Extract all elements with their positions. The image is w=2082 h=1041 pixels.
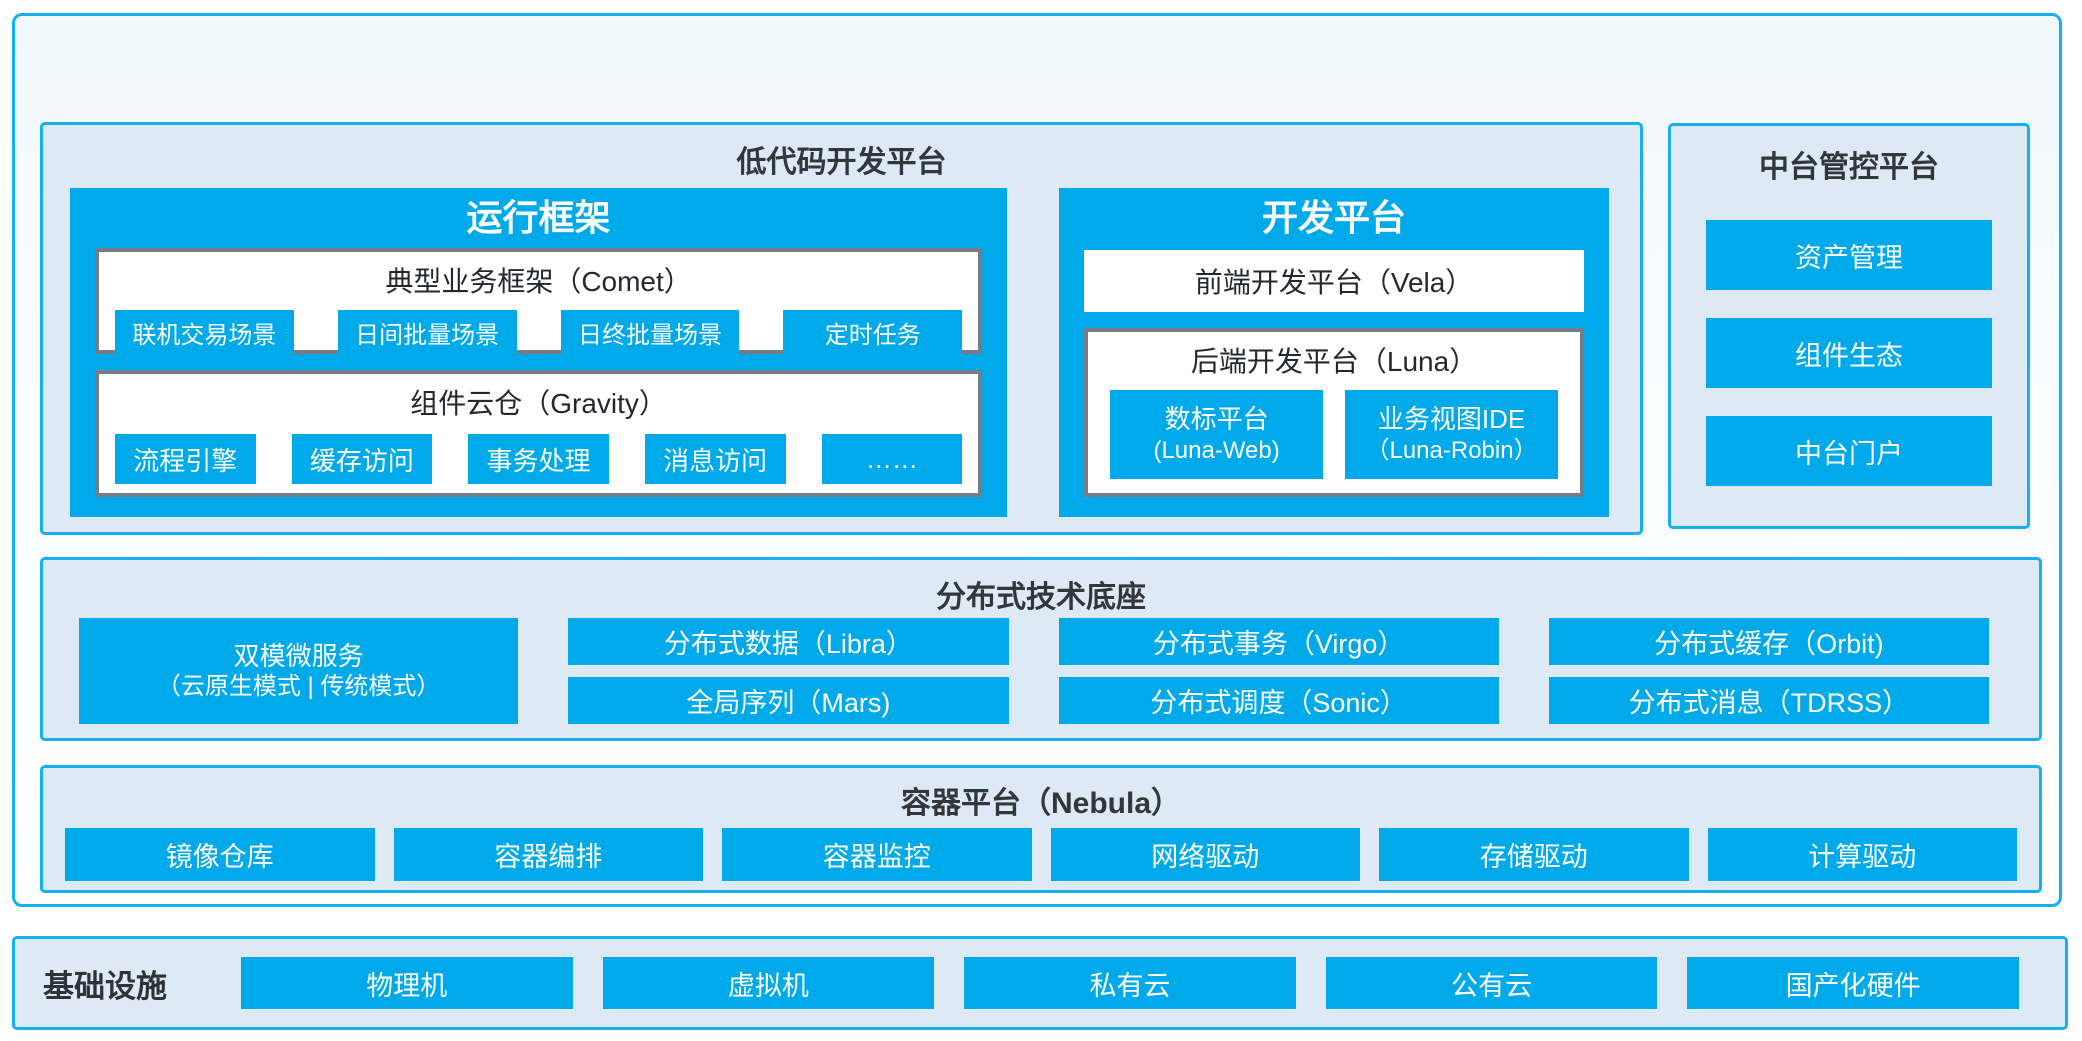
comet-scenario-list: 联机交易场景日间批量场景日终批量场景定时任务 bbox=[99, 300, 978, 354]
distributed-service-item: 分布式调度（Sonic） bbox=[1058, 677, 1499, 724]
comet-scenario-item: 联机交易场景 bbox=[115, 310, 294, 354]
distributed-service-item: 分布式消息（TDRSS） bbox=[1548, 677, 1989, 724]
luna-tool-code: （Luna-Robin） bbox=[1365, 436, 1538, 464]
mid-platform-title: 中台管控平台 bbox=[1759, 151, 1939, 184]
dev-platform-title: 开发平台 bbox=[1262, 197, 1407, 238]
container-capability-item: 容器监控 bbox=[722, 828, 1032, 881]
lowcode-platform-title: 低代码开发平台 bbox=[736, 146, 947, 179]
container-capability-item: 镜像仓库 bbox=[65, 828, 375, 881]
mid-platform-list: 资产管理组件生态中台门户 bbox=[1706, 220, 1992, 486]
infrastructure-label: 基础设施 bbox=[43, 968, 167, 1004]
distributed-base-title: 分布式技术底座 bbox=[936, 581, 1146, 614]
mid-platform-panel: 中台管控平台 资产管理组件生态中台门户 bbox=[1668, 123, 2030, 529]
runtime-framework-panel: 运行框架 典型业务框架（Comet） 联机交易场景日间批量场景日终批量场景定时任… bbox=[70, 188, 1008, 517]
container-platform-panel: 容器平台（Nebula） 镜像仓库容器编排容器监控网络驱动存储驱动计算驱动 bbox=[40, 765, 2042, 893]
mid-platform-item: 资产管理 bbox=[1706, 220, 1992, 290]
dual-mode-microservice-box: 双模微服务 （云原生模式 | 传统模式） bbox=[79, 618, 519, 724]
luna-tool-name: 数标平台 bbox=[1164, 404, 1269, 435]
comet-scenario-item: 日终批量场景 bbox=[560, 310, 740, 354]
gravity-warehouse-title: 组件云仓（Gravity） bbox=[410, 388, 667, 419]
container-capability-item: 网络驱动 bbox=[1050, 828, 1360, 881]
luna-tool-name: 业务视图IDE bbox=[1377, 404, 1526, 435]
vela-frontend-box: 前端开发平台（Vela） bbox=[1084, 250, 1584, 312]
distributed-service-item: 分布式缓存（Orbit) bbox=[1548, 618, 1989, 665]
mid-platform-item: 组件生态 bbox=[1706, 318, 1992, 388]
infrastructure-item: 物理机 bbox=[241, 957, 573, 1009]
infrastructure-item: 公有云 bbox=[1325, 957, 1658, 1009]
infrastructure-item: 虚拟机 bbox=[602, 957, 935, 1009]
infrastructure-list: 物理机虚拟机私有云公有云国产化硬件 bbox=[241, 957, 2019, 1009]
comet-scenario-item: 定时任务 bbox=[783, 310, 963, 354]
dual-mode-detail: （云原生模式 | 传统模式） bbox=[156, 673, 441, 701]
gravity-component-item: 消息访问 bbox=[644, 434, 786, 484]
lowcode-platform-body: 运行框架 典型业务框架（Comet） 联机交易场景日间批量场景日终批量场景定时任… bbox=[70, 188, 1609, 517]
distributed-base-panel: 分布式技术底座 双模微服务 （云原生模式 | 传统模式） 分布式数据（Libra… bbox=[40, 557, 2042, 741]
gravity-component-item: 流程引擎 bbox=[115, 434, 256, 484]
gravity-component-item: 缓存访问 bbox=[291, 434, 433, 484]
gravity-warehouse-box: 组件云仓（Gravity） 流程引擎缓存访问事务处理消息访问 …… bbox=[95, 370, 983, 497]
comet-framework-title: 典型业务框架（Comet） bbox=[385, 266, 692, 297]
luna-tool-list: 数标平台 (Luna-Web) 业务视图IDE （Luna-Robin） bbox=[1088, 380, 1580, 479]
luna-tool-item: 业务视图IDE （Luna-Robin） bbox=[1345, 390, 1558, 479]
luna-tool-item: 数标平台 (Luna-Web) bbox=[1110, 390, 1324, 479]
distributed-base-body: 双模微服务 （云原生模式 | 传统模式） 分布式数据（Libra） 全局序列（Ma… bbox=[79, 618, 1989, 724]
luna-backend-box: 后端开发平台（Luna） 数标平台 (Luna-Web) 业务视图IDE （Lu… bbox=[1084, 328, 1584, 497]
comet-scenario-item: 日间批量场景 bbox=[337, 310, 517, 354]
gravity-component-list: 流程引擎缓存访问事务处理消息访问 …… bbox=[99, 422, 978, 484]
gravity-component-item: 事务处理 bbox=[468, 434, 609, 484]
lowcode-platform-panel: 低代码开发平台 运行框架 典型业务框架（Comet） 联机交易场景日间批量场景日… bbox=[40, 122, 1643, 535]
container-capability-list: 镜像仓库容器编排容器监控网络驱动存储驱动计算驱动 bbox=[65, 828, 2017, 881]
infrastructure-item: 私有云 bbox=[964, 957, 1296, 1009]
infrastructure-panel: 基础设施 物理机虚拟机私有云公有云国产化硬件 bbox=[12, 936, 2068, 1030]
container-capability-item: 容器编排 bbox=[393, 828, 703, 881]
distributed-service-item: 分布式数据（Libra） bbox=[568, 618, 1009, 665]
dual-mode-name: 双模微服务 bbox=[233, 640, 364, 671]
luna-tool-code: (Luna-Web) bbox=[1153, 436, 1280, 464]
container-capability-item: 存储驱动 bbox=[1379, 828, 1689, 881]
mid-platform-item: 中台门户 bbox=[1706, 416, 1992, 486]
gravity-component-item: …… bbox=[821, 434, 963, 484]
dev-platform-panel: 开发平台 前端开发平台（Vela） 后端开发平台（Luna） 数标平台 (Lun… bbox=[1059, 188, 1609, 517]
distributed-service-list: 分布式数据（Libra） 全局序列（Mars) 分布式事务（Virgo） 分布式调度（… bbox=[568, 618, 1989, 724]
runtime-framework-title: 运行框架 bbox=[466, 197, 611, 238]
distributed-service-item: 全局序列（Mars) bbox=[568, 677, 1009, 724]
platform-frame: 低代码开发平台 运行框架 典型业务框架（Comet） 联机交易场景日间批量场景日… bbox=[12, 13, 2062, 907]
luna-backend-title: 后端开发平台（Luna） bbox=[1190, 346, 1478, 377]
distributed-service-item: 分布式事务（Virgo） bbox=[1058, 618, 1499, 665]
container-capability-item: 计算驱动 bbox=[1707, 828, 2017, 881]
comet-framework-box: 典型业务框架（Comet） 联机交易场景日间批量场景日终批量场景定时任务 bbox=[95, 248, 983, 354]
infrastructure-item: 国产化硬件 bbox=[1687, 957, 2019, 1009]
container-platform-title: 容器平台（Nebula） bbox=[900, 787, 1182, 820]
